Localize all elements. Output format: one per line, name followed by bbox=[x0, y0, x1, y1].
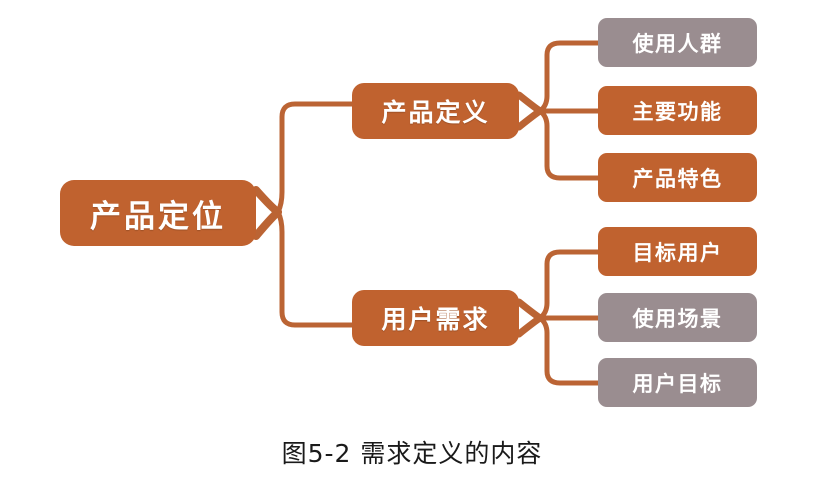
connector-branch2-fan-upper bbox=[515, 298, 544, 322]
node-leaf-user-group[interactable]: 使用人群 bbox=[598, 18, 757, 67]
node-leaf-usage-scene-label: 使用场景 bbox=[632, 306, 723, 331]
figure-caption: 图5-2 需求定义的内容 bbox=[0, 434, 824, 470]
figure-caption-text: 图5-2 需求定义的内容 bbox=[281, 439, 543, 468]
connector-product-definition-to-user-group bbox=[537, 40, 601, 114]
connector-user-needs-to-user-goal bbox=[537, 315, 601, 386]
node-leaf-product-feature-label: 产品特色 bbox=[632, 166, 723, 191]
node-leaf-user-goal[interactable]: 用户目标 bbox=[598, 358, 757, 407]
connector-user-needs-to-target-user bbox=[537, 249, 601, 321]
node-branch-user-needs-label: 用户需求 bbox=[381, 305, 490, 334]
connector-root-fan-lower bbox=[252, 208, 282, 240]
node-leaf-usage-scene[interactable]: 使用场景 bbox=[598, 293, 757, 342]
node-leaf-main-function-label: 主要功能 bbox=[632, 99, 723, 124]
node-branch-product-definition[interactable]: 产品定义 bbox=[352, 83, 519, 139]
node-leaf-main-function[interactable]: 主要功能 bbox=[598, 86, 757, 135]
connector-product-definition-to-product-feature bbox=[537, 108, 601, 181]
node-leaf-user-goal-label: 用户目标 bbox=[632, 371, 723, 396]
node-leaf-user-group-label: 使用人群 bbox=[632, 31, 723, 56]
node-leaf-target-user-label: 目标用户 bbox=[632, 240, 723, 265]
node-root[interactable]: 产品定位 bbox=[60, 180, 256, 246]
connector-root-fan-upper bbox=[252, 186, 282, 216]
node-root-label: 产品定位 bbox=[90, 198, 226, 235]
node-leaf-product-feature[interactable]: 产品特色 bbox=[598, 153, 757, 202]
node-branch-user-needs[interactable]: 用户需求 bbox=[352, 290, 519, 346]
connector-branch2-fan-lower bbox=[515, 314, 544, 338]
connector-root-to-user-needs bbox=[275, 209, 355, 328]
connector-root-to-product-definition bbox=[275, 101, 355, 215]
node-leaf-target-user[interactable]: 目标用户 bbox=[598, 227, 757, 276]
node-branch-product-definition-label: 产品定义 bbox=[381, 98, 490, 127]
connector-branch1-fan-upper bbox=[515, 91, 544, 115]
connector-branch1-fan-lower bbox=[515, 107, 544, 131]
